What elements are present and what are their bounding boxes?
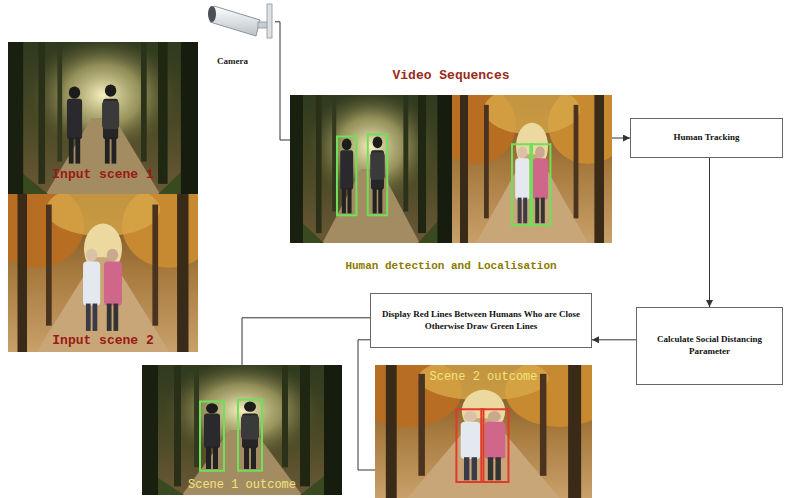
scene-label-text: Input scene 1 [52,167,153,182]
connector-line [275,22,290,140]
avenue-photo [353,356,613,498]
camera-node: Camera [205,0,275,68]
video-frame [290,95,452,243]
camera-lens [208,6,216,22]
detection-box [337,136,356,215]
camera-body [210,6,260,36]
outcome-text: Scene 2 outcome [429,370,537,384]
detection-box [530,144,550,225]
outcome-panel: Scene 1 outcome [142,365,342,495]
distance-box [200,401,224,470]
flow-arrow [592,339,636,340]
avenue-photo [0,183,217,352]
input-photo-panel: Input scene 2 [8,194,198,352]
detection-box [368,134,387,215]
flow-arrow [612,138,630,139]
camera-mount [258,22,268,28]
connector-line [358,340,375,470]
avenue-photo [436,85,628,243]
avenue-photo [0,183,217,352]
video-frame [436,85,628,243]
boxtxt-text: Calculate Social Distancing Parameter [643,334,776,357]
violation-box [481,409,508,482]
process-box: Human Tracking [630,118,783,158]
forest-photo [142,365,342,495]
outcome-photo [142,365,342,495]
outcome-photo [353,356,613,498]
process-box: Display Red Lines Between Humans Who are… [370,293,592,348]
camera-icon [208,4,272,38]
flow-arrow [709,158,710,307]
boxtxt-text: Human Tracking [674,132,740,144]
detection-box [512,144,532,225]
header-text: Video Sequences [392,68,509,83]
distance-box [238,400,262,471]
outcome-text: Scene 1 outcome [188,478,296,492]
camera-mount [267,4,272,38]
forest-photo [290,95,452,243]
process-box: Calculate Social Distancing Parameter [636,307,783,385]
violation-box [456,409,483,482]
footer-text: Human detection and Localisation [345,260,556,272]
boxtxt-text: Display Red Lines Between Humans Who are… [377,309,585,332]
cam-label-text: Camera [217,56,248,66]
connector-line [242,318,370,365]
video-panel: Video SequencesHuman detection and Local… [290,68,612,272]
input-photo-panel: Input scene 1 [8,42,198,194]
scene-label-text: Input scene 2 [52,333,153,348]
forest-photo [8,42,198,194]
forest-photo [8,42,198,194]
outcome-panel: Scene 2 outcome [375,365,592,498]
